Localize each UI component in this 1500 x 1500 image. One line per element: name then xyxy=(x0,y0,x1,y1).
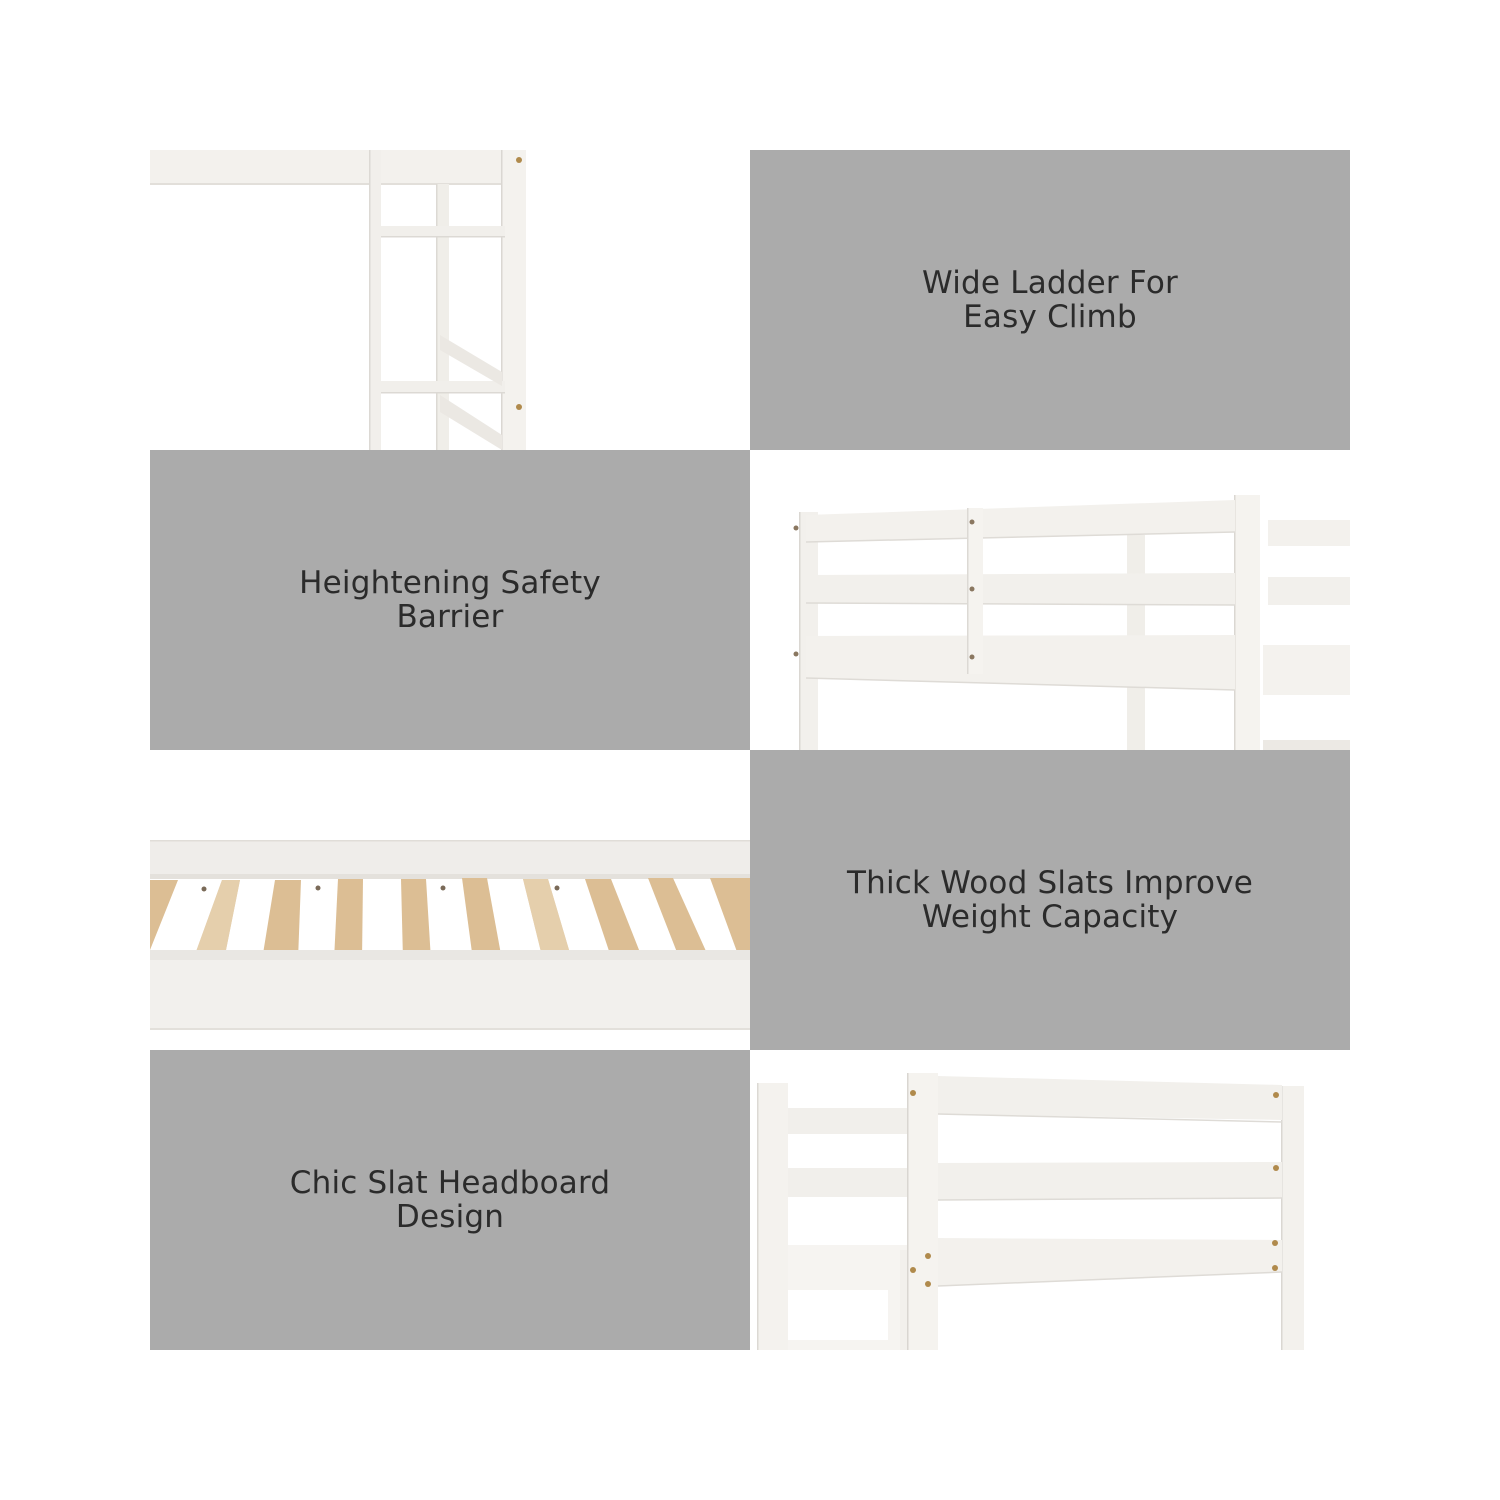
feature-grid: Wide Ladder For Easy Climb Heightening S… xyxy=(150,150,1350,1350)
ladder-photo xyxy=(150,150,750,450)
feature-caption: Wide Ladder For Easy Climb xyxy=(922,265,1178,335)
guardrail-image xyxy=(793,495,1350,750)
feature-panel-headboard: Chic Slat Headboard Design xyxy=(150,1050,750,1350)
feature-caption: Chic Slat Headboard Design xyxy=(289,1165,611,1235)
feature-caption: Thick Wood Slats Improve Weight Capacity xyxy=(846,865,1254,935)
guardrail-photo xyxy=(750,450,1350,750)
feature-panel-wood-slats: Thick Wood Slats Improve Weight Capacity xyxy=(750,750,1350,1050)
ladder-image xyxy=(150,150,526,450)
wood-slats-photo xyxy=(150,750,750,1050)
headboard-photo xyxy=(750,1050,1350,1350)
feature-panel-ladder: Wide Ladder For Easy Climb xyxy=(750,150,1350,450)
headboard-image xyxy=(757,1073,1304,1350)
feature-caption: Heightening Safety Barrier xyxy=(299,565,601,635)
feature-panel-safety-barrier: Heightening Safety Barrier xyxy=(150,450,750,750)
wood-slats-image xyxy=(150,840,750,1030)
